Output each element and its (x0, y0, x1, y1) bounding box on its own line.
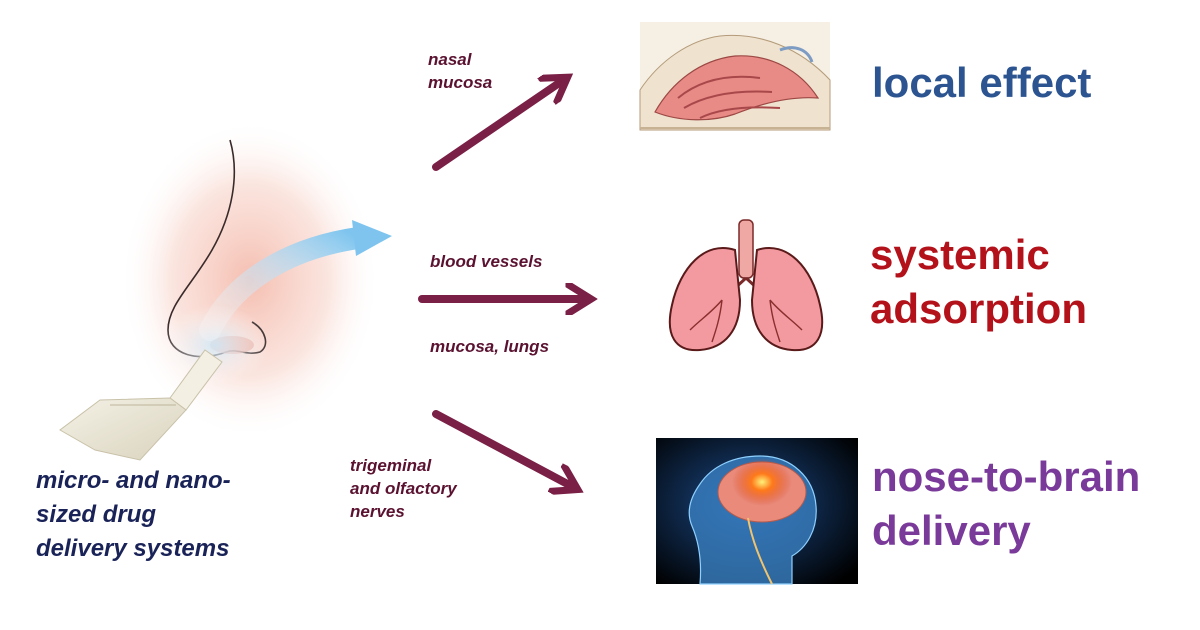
source-caption: micro- and nano- sized drug delivery sys… (36, 464, 336, 566)
outcome-systemic-line-1: systemic (870, 231, 1050, 278)
outcome-systemic-line-2: adsorption (870, 285, 1087, 332)
route-nerves-line-2: and olfactory (350, 479, 457, 498)
spray-bottle-icon (59, 349, 223, 461)
spray-arrow (199, 220, 392, 341)
route-label-mucosa-lungs: mucosa, lungs (430, 337, 550, 356)
outcome-systemic-adsorption: systemic adsorption (870, 228, 1087, 336)
arrow-to-brain (432, 410, 575, 488)
outcome-brain-line-1: nose-to-brain (872, 453, 1141, 500)
route-nasal-line-2: mucosa (428, 73, 493, 92)
source-caption-line-2: sized drug (36, 501, 157, 528)
spray-mist (160, 305, 270, 385)
route-label-blood-vessels: blood vessels (430, 252, 543, 271)
outcome-local-effect: local effect (872, 59, 1092, 106)
outcome-nose-to-brain: nose-to-brain delivery (872, 450, 1140, 558)
arrow-to-local (432, 79, 565, 171)
outcome-brain-line-2: delivery (872, 507, 1031, 554)
source-caption-line-3: delivery systems (36, 535, 230, 562)
source-caption-line-1: micro- and nano- (36, 467, 231, 494)
lungs-illustration (668, 219, 824, 352)
route-nerves-line-1: trigeminal (350, 456, 432, 475)
route-nerves-line-3: nerves (350, 502, 405, 521)
route-label-nasal-mucosa: nasal mucosa (428, 48, 492, 94)
brain-head-illustration (656, 438, 858, 585)
route-nasal-line-1: nasal (428, 50, 472, 69)
nasal-cavity-illustration (639, 22, 831, 131)
route-label-nerves: trigeminal and olfactory nerves (350, 454, 457, 523)
